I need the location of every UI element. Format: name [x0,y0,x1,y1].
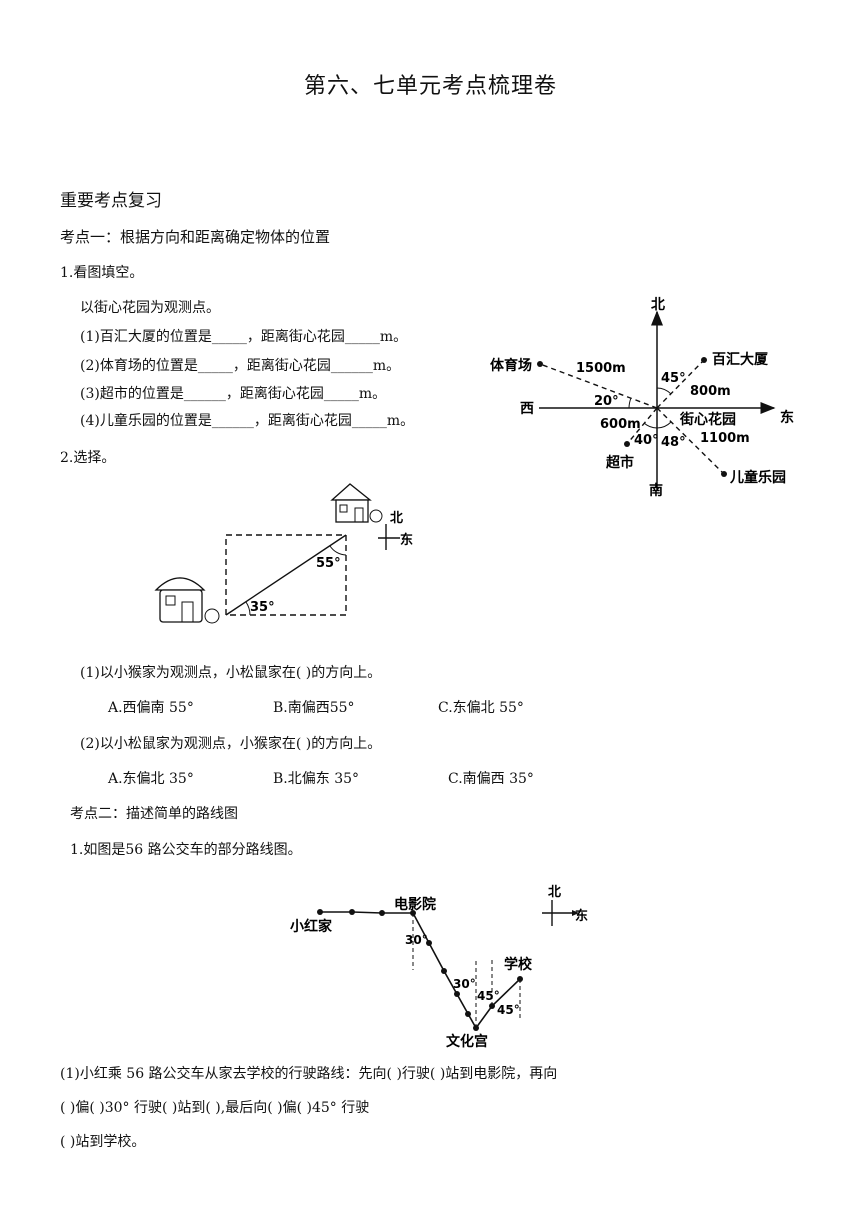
label-d-park: 1100m [700,431,750,446]
label-a35: 35° [250,600,275,615]
label-school: 学校 [504,956,533,973]
label-a48: 48° [661,435,686,450]
label-baihui: 百汇大厦 [712,351,769,368]
label-west: 西 [520,401,534,417]
label-d-stadium: 1500m [576,361,626,376]
arc-20 [628,397,632,409]
label-north: 北 [651,297,665,313]
label-east-3: 东 [575,908,588,924]
arc-55 [329,545,347,556]
label-park: 儿童乐园 [729,469,786,486]
label-east: 东 [780,409,794,426]
q1-item-2: (2)体育场的位置是_____，距离街心花园______m。 [80,358,401,374]
squirrel-house-icon [330,483,383,523]
point1-heading: 考点一：根据方向和距离确定物体的位置 [60,228,331,246]
q2-sub2-option-a: A.东偏北 35° [108,771,194,787]
route-stops [317,909,523,1031]
label-palace: 文化宫 [446,1033,488,1048]
ray-park [656,407,725,475]
point2-heading: 考点二：描述简单的路线图 [70,806,238,822]
q2-sub2: (2)以小松鼠家为观测点，小猴家在( )的方向上。 [80,736,382,752]
route-question-line-2: ( )偏( )30° 行驶( )站到( ),最后向( )偏( )45° 行驶 [60,1100,370,1116]
ray-stadium [539,363,658,409]
arc-40 [643,422,658,429]
label-stadium: 体育场 [490,357,532,374]
point-park [721,471,727,477]
arc-48 [656,421,672,429]
q1-item-4: (4)儿童乐园的位置是______，距离街心花园_____m。 [80,413,415,429]
compass-icon [378,524,400,550]
label-center: 街心花园 [679,411,736,428]
label-east-2: 东 [400,532,413,548]
q1-stem: 1.看图填空。 [60,265,144,281]
label-market: 超市 [605,454,634,471]
label-a40: 40° [634,433,659,448]
label-south: 南 [649,482,663,499]
monkey-house-icon [154,577,220,624]
q1-intro: 以街心花园为观测点。 [80,300,220,316]
diagonal-line [225,534,347,616]
label-home: 小红家 [290,918,333,935]
q2-sub1-option-b: B.南偏西55° [273,700,355,716]
q2-stem: 2.选择。 [60,450,116,466]
q2-sub1: (1)以小猴家为观测点，小松鼠家在( )的方向上。 [80,665,382,681]
q2-sub1-option-a: A.西偏南 55° [108,700,194,716]
houses-diagram: 35° 55° 北 东 [154,483,413,624]
dashed-rect [225,534,347,616]
label-cinema: 电影院 [394,896,436,913]
route-question-line-1: (1)小红乘 56 路公交车从家去学校的行驶路线：先向( )行驶( )站到电影院… [60,1066,558,1082]
ray-baihui [656,359,705,409]
arc-35 [245,601,251,616]
q2-sub2-option-c: C.南偏西 35° [448,771,534,787]
label-a30b: 30° [453,977,476,991]
label-a45: 45° [661,371,686,386]
label-a55: 55° [316,556,341,571]
point-stadium [537,361,543,367]
point-market [624,441,630,447]
arc-45 [656,387,672,395]
compass-diagram: 北 南 西 东 百汇大厦 体育场 超市 儿童乐园 街心花园 1500m 800m… [490,297,794,499]
page-title: 第六、七单元考点梳理卷 [304,74,558,99]
route-question-line-3: ( )站到学校。 [60,1134,146,1150]
label-a45b: 45° [497,1003,520,1017]
ray-market [626,407,658,445]
route-stem: 1.如图是56 路公交车的部分路线图。 [70,842,302,858]
q1-item-3: (3)超市的位置是______，距离街心花园_____m。 [80,386,387,402]
route-line [320,911,521,1030]
label-d-market: 600m [600,417,641,432]
label-north-3: 北 [548,885,561,900]
compass-icon-2 [542,900,579,926]
section-heading: 重要考点复习 [60,191,162,211]
label-d-baihui: 800m [690,384,731,399]
bus-route-diagram: 小红家 电影院 文化宫 学校 30° 30° 45° 45° 北 东 [290,885,588,1048]
q2-sub2-option-b: B.北偏东 35° [273,771,360,787]
label-a20: 20° [594,394,619,409]
q2-sub1-option-c: C.东偏北 55° [438,700,524,716]
label-a30a: 30° [405,933,428,947]
q1-item-1: (1)百汇大厦的位置是_____，距离街心花园_____m。 [80,329,408,345]
point-baihui [701,357,707,363]
label-a45a: 45° [477,989,500,1003]
label-north-2: 北 [390,511,403,526]
